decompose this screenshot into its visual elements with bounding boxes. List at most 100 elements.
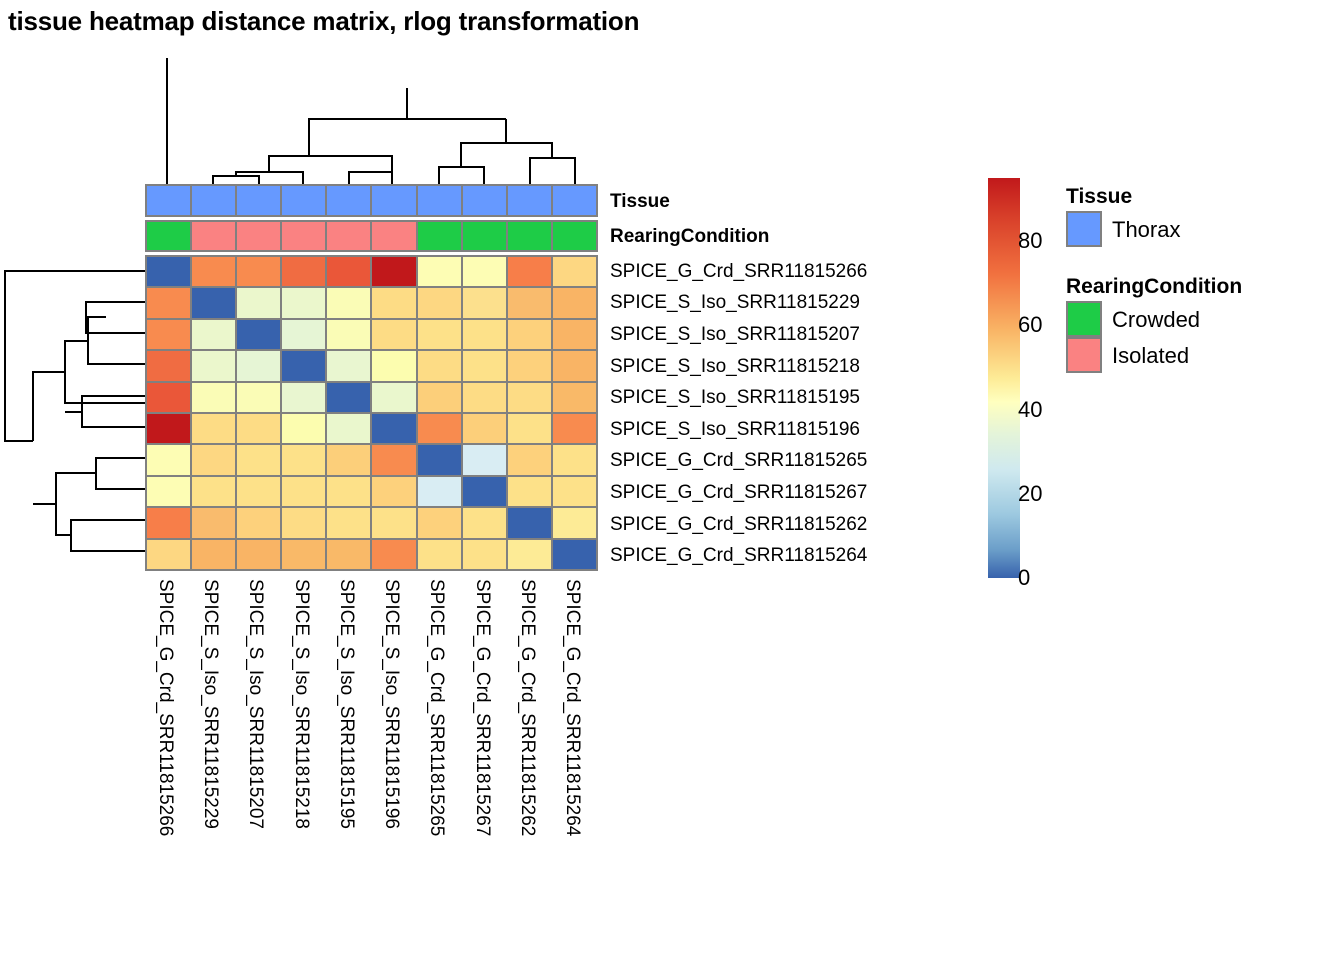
heatmap-cell[interactable] <box>147 445 191 475</box>
heatmap-cell[interactable] <box>192 319 236 350</box>
heatmap-cell[interactable] <box>147 508 191 538</box>
heatmap-cell[interactable] <box>417 539 461 569</box>
heatmap-cell[interactable] <box>147 539 191 569</box>
heatmap-cell[interactable] <box>507 288 551 318</box>
heatmap-cell[interactable] <box>507 476 551 507</box>
heatmap-cell[interactable] <box>462 382 506 412</box>
heatmap-cell[interactable] <box>462 539 506 569</box>
heatmap-cell[interactable] <box>552 319 596 350</box>
heatmap-cell[interactable] <box>282 382 326 412</box>
heatmap-cell[interactable] <box>282 351 326 381</box>
heatmap-cell[interactable] <box>417 288 461 318</box>
heatmap-cell[interactable] <box>192 257 236 287</box>
heatmap-cell[interactable] <box>462 445 506 475</box>
heatmap-cell[interactable] <box>192 445 236 475</box>
heatmap-cell[interactable] <box>282 508 326 538</box>
heatmap-cell[interactable] <box>417 319 461 350</box>
heatmap-cell[interactable] <box>372 413 416 444</box>
heatmap-cell[interactable] <box>327 288 371 318</box>
heatmap-cell[interactable] <box>372 288 416 318</box>
heatmap-cell[interactable] <box>462 476 506 507</box>
heatmap-cell[interactable] <box>507 445 551 475</box>
heatmap-cell[interactable] <box>237 476 281 507</box>
heatmap-cell[interactable] <box>192 351 236 381</box>
heatmap-cell[interactable] <box>282 539 326 569</box>
heatmap-cell[interactable] <box>462 508 506 538</box>
heatmap-cell[interactable] <box>462 413 506 444</box>
legend-swatch[interactable] <box>1066 211 1102 247</box>
heatmap-cell[interactable] <box>372 539 416 569</box>
heatmap-cell[interactable] <box>237 413 281 444</box>
heatmap-cell[interactable] <box>507 508 551 538</box>
heatmap-cell[interactable] <box>282 413 326 444</box>
heatmap-cell[interactable] <box>237 539 281 569</box>
heatmap-cell[interactable] <box>282 445 326 475</box>
heatmap-cell[interactable] <box>237 257 281 287</box>
heatmap-cell[interactable] <box>192 382 236 412</box>
heatmap-cell[interactable] <box>237 288 281 318</box>
heatmap-cell[interactable] <box>507 413 551 444</box>
heatmap-cell[interactable] <box>147 476 191 507</box>
heatmap-cell[interactable] <box>327 351 371 381</box>
heatmap-cell[interactable] <box>417 508 461 538</box>
heatmap-cell[interactable] <box>192 413 236 444</box>
heatmap-cell[interactable] <box>552 257 596 287</box>
heatmap-cell[interactable] <box>462 319 506 350</box>
heatmap-cell[interactable] <box>192 508 236 538</box>
heatmap-cell[interactable] <box>372 476 416 507</box>
heatmap-cell[interactable] <box>327 382 371 412</box>
heatmap-cell[interactable] <box>327 445 371 475</box>
heatmap-cell[interactable] <box>192 288 236 318</box>
heatmap-cell[interactable] <box>327 508 371 538</box>
heatmap-cell[interactable] <box>462 351 506 381</box>
heatmap-cell[interactable] <box>237 508 281 538</box>
heatmap-cell[interactable] <box>552 413 596 444</box>
heatmap-cell[interactable] <box>417 257 461 287</box>
heatmap-cell[interactable] <box>282 257 326 287</box>
heatmap-cell[interactable] <box>147 288 191 318</box>
heatmap-cell[interactable] <box>372 382 416 412</box>
heatmap-cell[interactable] <box>417 445 461 475</box>
heatmap-cell[interactable] <box>462 257 506 287</box>
legend-swatch[interactable] <box>1066 337 1102 373</box>
heatmap-cell[interactable] <box>417 413 461 444</box>
heatmap-cell[interactable] <box>507 539 551 569</box>
heatmap-cell[interactable] <box>237 351 281 381</box>
heatmap-cell[interactable] <box>417 476 461 507</box>
heatmap-cell[interactable] <box>192 539 236 569</box>
heatmap-cell[interactable] <box>372 445 416 475</box>
heatmap-cell[interactable] <box>237 382 281 412</box>
heatmap-cell[interactable] <box>372 257 416 287</box>
heatmap-cell[interactable] <box>507 257 551 287</box>
heatmap-cell[interactable] <box>147 319 191 350</box>
heatmap-cell[interactable] <box>552 539 596 569</box>
heatmap-cell[interactable] <box>552 288 596 318</box>
heatmap-cell[interactable] <box>552 476 596 507</box>
heatmap-cell[interactable] <box>147 382 191 412</box>
heatmap-cell[interactable] <box>282 476 326 507</box>
heatmap-cell[interactable] <box>327 257 371 287</box>
heatmap-cell[interactable] <box>372 351 416 381</box>
heatmap-cell[interactable] <box>417 382 461 412</box>
heatmap-cell[interactable] <box>372 508 416 538</box>
heatmap-cell[interactable] <box>327 539 371 569</box>
heatmap-cell[interactable] <box>282 319 326 350</box>
heatmap-cell[interactable] <box>507 382 551 412</box>
heatmap-cell[interactable] <box>507 319 551 350</box>
heatmap-cell[interactable] <box>327 476 371 507</box>
heatmap-cell[interactable] <box>282 288 326 318</box>
heatmap-cell[interactable] <box>507 351 551 381</box>
heatmap-cell[interactable] <box>147 413 191 444</box>
heatmap-cell[interactable] <box>372 319 416 350</box>
heatmap-cell[interactable] <box>462 288 506 318</box>
heatmap-cell[interactable] <box>417 351 461 381</box>
heatmap-grid[interactable] <box>145 255 598 571</box>
heatmap-cell[interactable] <box>552 508 596 538</box>
heatmap-cell[interactable] <box>552 445 596 475</box>
heatmap-cell[interactable] <box>237 445 281 475</box>
heatmap-cell[interactable] <box>147 351 191 381</box>
heatmap-cell[interactable] <box>147 257 191 287</box>
heatmap-cell[interactable] <box>552 351 596 381</box>
heatmap-cell[interactable] <box>237 319 281 350</box>
legend-swatch[interactable] <box>1066 301 1102 337</box>
